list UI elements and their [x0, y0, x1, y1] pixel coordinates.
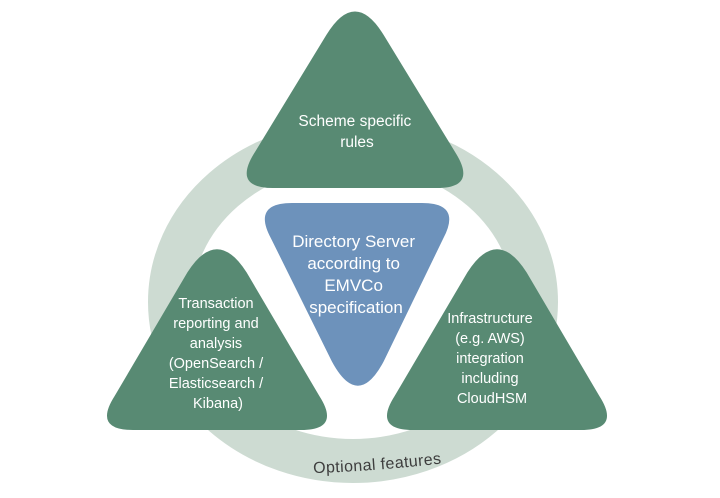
label-line: (e.g. AWS) — [455, 331, 525, 347]
label-line: analysis — [190, 336, 242, 352]
label-line: CloudHSM — [457, 391, 527, 407]
label-line: (OpenSearch / — [169, 356, 264, 372]
label-line: Kibana) — [193, 396, 243, 412]
label-line: Directory Server — [292, 232, 415, 251]
label-line: Infrastructure — [447, 311, 532, 327]
label-line: according to — [307, 254, 400, 273]
label-line: rules — [340, 134, 374, 151]
right-node-label: Infrastructure (e.g. AWS) integration in… — [447, 311, 536, 407]
label-line: Scheme specific — [298, 113, 411, 130]
center-node-label: Directory Server according to EMVCo spec… — [292, 232, 420, 317]
top-node-label: Scheme specific rules — [298, 113, 415, 151]
label-line: integration — [456, 351, 524, 367]
label-line: EMVCo — [324, 276, 383, 295]
left-node-shape — [106, 249, 328, 430]
label-line: including — [461, 371, 518, 387]
top-node-shape — [246, 11, 464, 189]
label-line: specification — [309, 298, 403, 317]
right-node-shape — [386, 249, 608, 430]
label-line: Transaction — [178, 296, 253, 312]
label-line: reporting and — [173, 316, 258, 332]
label-line: Elasticsearch / — [169, 376, 264, 392]
center-node-shape — [264, 203, 450, 386]
left-node-label: Transaction reporting and analysis (Open… — [169, 296, 267, 412]
